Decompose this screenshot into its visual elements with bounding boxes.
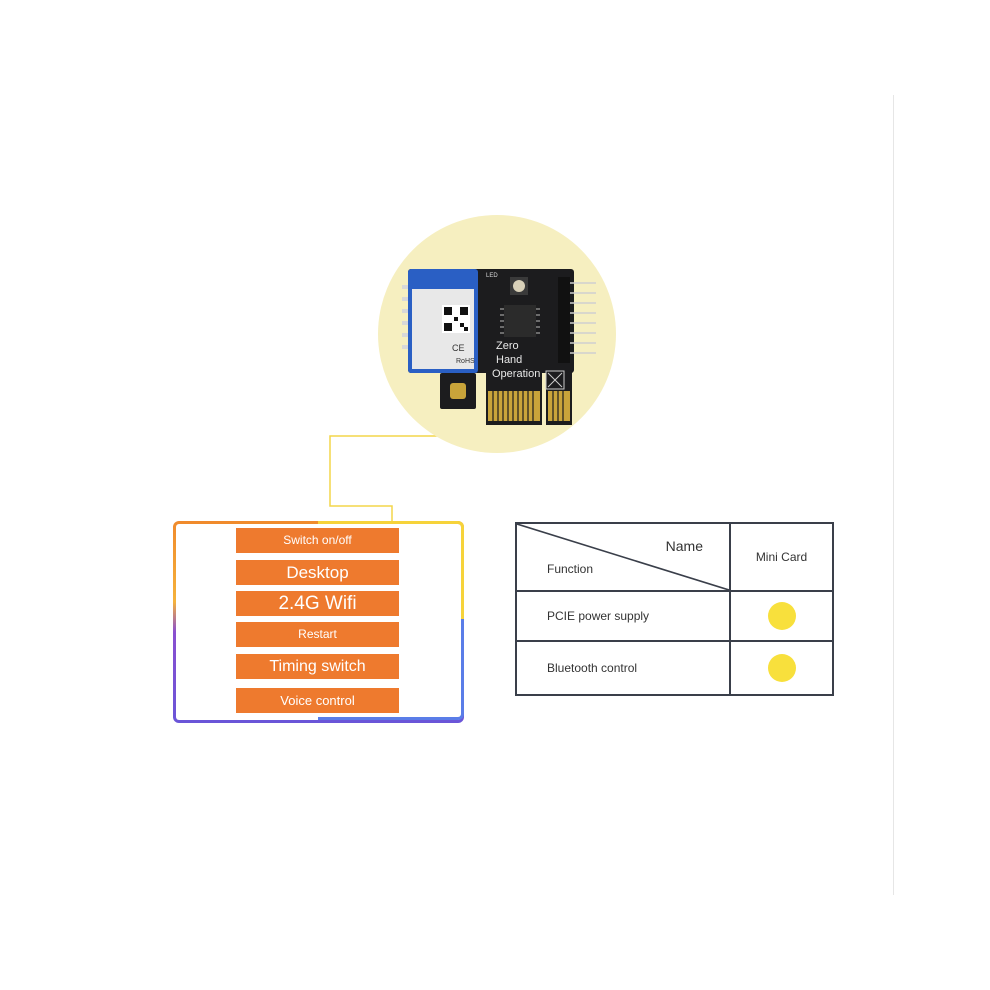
feature-switch-on-off: Switch on/off (236, 528, 399, 553)
header-function-label: Function (547, 562, 594, 576)
feature-panel-frame-bottom-right (318, 619, 464, 720)
led-silk-label: LED (486, 273, 498, 279)
overlay-text-operation: Operation (492, 368, 540, 380)
feature-wifi: 2.4G Wifi (236, 591, 399, 616)
column-header-mini-card: Mini Card (729, 522, 834, 592)
rohs-mark: RoHS (456, 358, 475, 365)
feature-timing-switch: Timing switch (236, 654, 399, 679)
feature-voice-control: Voice control (236, 688, 399, 713)
row-mark-bluetooth (729, 640, 834, 696)
overlay-text-hand: Hand (496, 354, 522, 366)
comparison-table: Name Function Mini Card PCIE power suppl… (515, 522, 834, 696)
feature-restart: Restart (236, 622, 399, 647)
overlay-text-zero: Zero (496, 340, 519, 352)
diagonal-divider (517, 524, 729, 590)
right-edge-divider (893, 95, 894, 895)
table-row: PCIE power supply (515, 590, 834, 642)
feature-desktop: Desktop (236, 560, 399, 585)
row-label-bluetooth: Bluetooth control (515, 640, 731, 696)
table-row: Bluetooth control (515, 640, 834, 696)
supported-dot-icon (767, 602, 796, 630)
feature-panel-frame-top-right (318, 521, 464, 622)
product-board-image: CE RoHS LED Zero Hand Operation (402, 269, 596, 425)
supported-dot-icon (767, 654, 796, 682)
ce-mark: CE (452, 343, 465, 353)
header-name-label: Name (665, 538, 703, 554)
row-mark-pcie (729, 590, 834, 642)
row-label-pcie: PCIE power supply (515, 590, 731, 642)
table-header-diagonal-cell: Name Function (515, 522, 731, 592)
